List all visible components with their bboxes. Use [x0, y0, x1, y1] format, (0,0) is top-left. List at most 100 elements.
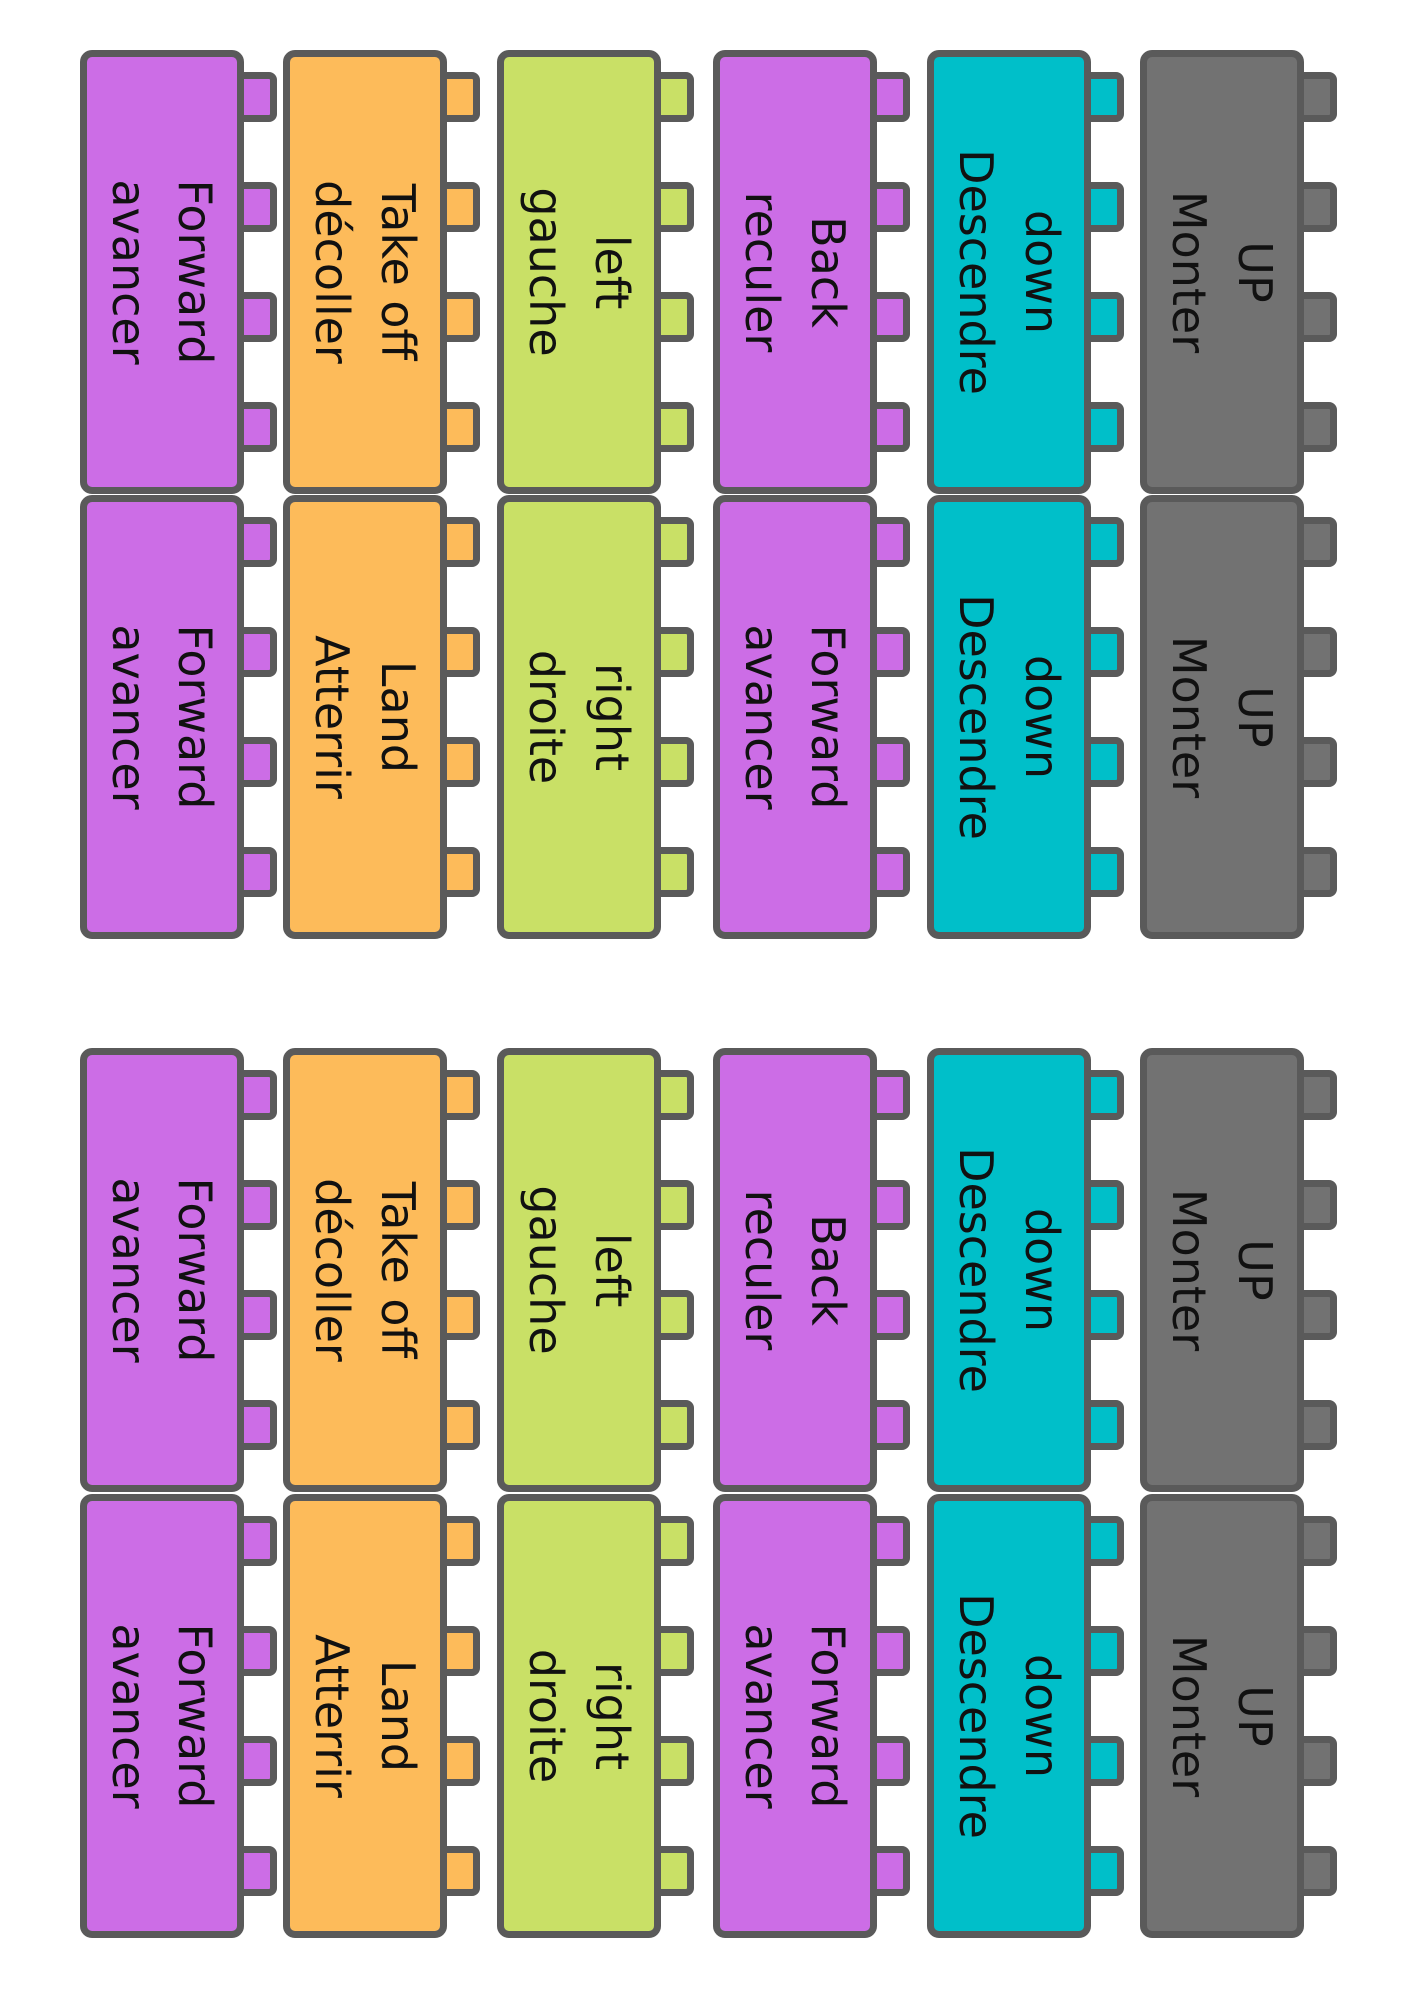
- block-label-english: left: [585, 1232, 639, 1308]
- purple-brick-icon: [80, 1494, 244, 1938]
- purple-brick-icon: [713, 1048, 877, 1492]
- block-label-french: droite: [519, 649, 573, 785]
- purple-brick-icon: [80, 50, 244, 494]
- block-label-french: avancer: [102, 624, 156, 810]
- block-label-french: Monter: [1162, 1634, 1216, 1798]
- block-label-english: right: [585, 1661, 639, 1771]
- block-label-french: Monter: [1162, 1188, 1216, 1352]
- block-label-french: Descendre: [949, 149, 1003, 395]
- block-label-english: down: [1015, 1207, 1069, 1333]
- grey-brick-icon: [1140, 50, 1304, 494]
- block-label-english: UP: [1228, 686, 1282, 748]
- block-label-french: décoller: [305, 180, 359, 364]
- block-label-english: Take off: [371, 1181, 425, 1359]
- block-label-french: Descendre: [949, 1593, 1003, 1839]
- block-label-french: Monter: [1162, 635, 1216, 799]
- purple-brick-icon: [713, 495, 877, 939]
- cyan-brick-icon: [927, 50, 1091, 494]
- block-label-french: Descendre: [949, 1147, 1003, 1393]
- block-label-french: avancer: [735, 1623, 789, 1809]
- orange-brick-icon: [283, 50, 447, 494]
- block-label-english: Take off: [371, 183, 425, 361]
- block-label-french: avancer: [735, 624, 789, 810]
- block-label-french: Descendre: [949, 594, 1003, 840]
- grey-brick-icon: [1140, 1048, 1304, 1492]
- block-label-english: Forward: [168, 1177, 222, 1363]
- block-label-english: Land: [371, 1659, 425, 1773]
- block-label-french: avancer: [102, 1177, 156, 1363]
- grey-brick-icon: [1140, 1494, 1304, 1938]
- block-label-french: Atterrir: [305, 1634, 359, 1798]
- orange-brick-icon: [283, 1048, 447, 1492]
- block-label-english: Forward: [801, 624, 855, 810]
- block-label-french: gauche: [519, 187, 573, 357]
- block-label-english: Forward: [168, 179, 222, 365]
- purple-brick-icon: [80, 1048, 244, 1492]
- block-label-english: Land: [371, 660, 425, 774]
- green-brick-icon: [497, 1494, 661, 1938]
- cyan-brick-icon: [927, 1048, 1091, 1492]
- purple-brick-icon: [713, 1494, 877, 1938]
- orange-brick-icon: [283, 495, 447, 939]
- purple-brick-icon: [80, 495, 244, 939]
- block-label-english: Forward: [168, 1623, 222, 1809]
- block-label-french: Atterrir: [305, 635, 359, 799]
- block-label-english: Back: [801, 1214, 855, 1326]
- orange-brick-icon: [283, 1494, 447, 1938]
- block-label-french: décoller: [305, 1178, 359, 1362]
- green-brick-icon: [497, 1048, 661, 1492]
- block-label-english: down: [1015, 1653, 1069, 1779]
- block-label-french: avancer: [102, 1623, 156, 1809]
- block-label-english: UP: [1228, 1685, 1282, 1747]
- block-label-english: down: [1015, 209, 1069, 335]
- block-label-english: left: [585, 234, 639, 310]
- green-brick-icon: [497, 50, 661, 494]
- block-label-english: UP: [1228, 1239, 1282, 1301]
